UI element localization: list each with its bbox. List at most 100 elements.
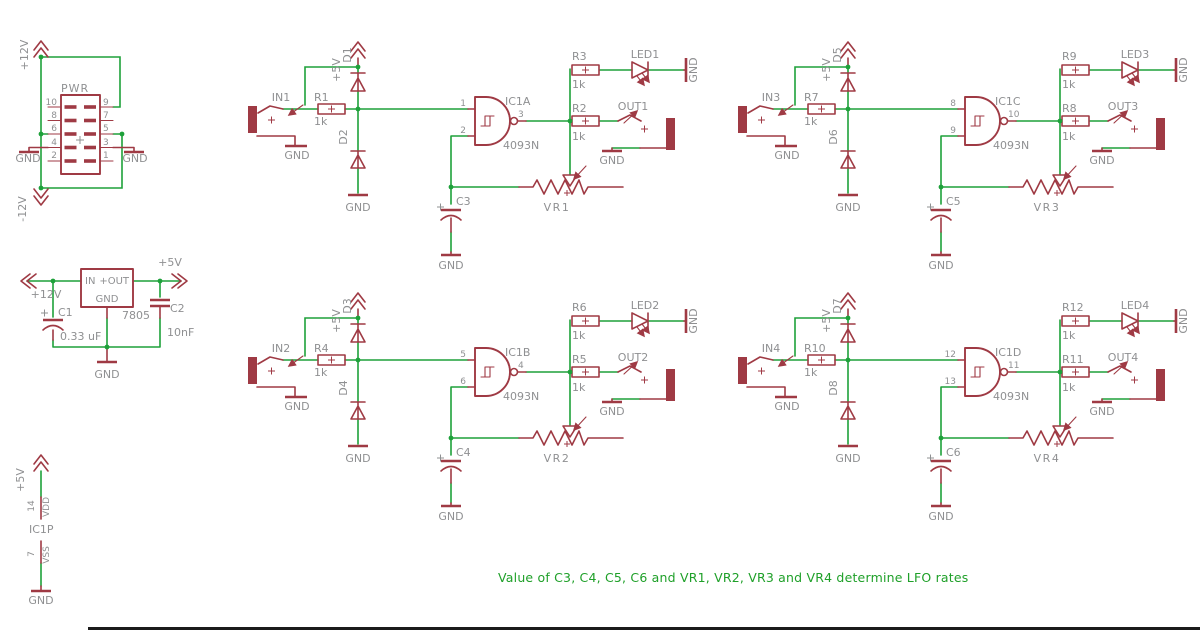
resistor-value: 1k <box>314 115 328 128</box>
n12v-label: -12V <box>16 196 29 222</box>
diode-up-label: D5 <box>831 47 844 62</box>
clamp-diode-up <box>840 72 856 92</box>
jack-sleeve <box>666 369 675 401</box>
resistor-value: 1k <box>1062 78 1076 91</box>
gate-pin-a: 1 <box>460 99 466 109</box>
led-gnd-label: GND <box>1177 308 1190 333</box>
schmitt-trigger-glyph <box>480 366 495 378</box>
c2-value: 10nF <box>167 326 194 339</box>
cap-name: C5 <box>946 195 961 208</box>
rail-5v-label: +5V <box>820 309 833 333</box>
input-jack-label: IN3 <box>762 91 780 104</box>
resistor-name: R8 <box>1062 102 1077 115</box>
pwr-gnd-right: GND <box>122 152 147 165</box>
diode-gnd-label: GND <box>835 452 860 465</box>
jack-sleeve <box>248 357 257 384</box>
reg-gnd-label: GND <box>94 368 119 381</box>
input-jack-label: IN1 <box>272 91 290 104</box>
led-resistor: R6 1k <box>571 301 600 342</box>
output-resistor: R11 1k <box>1061 353 1090 394</box>
resistor-value: 1k <box>1062 130 1076 143</box>
resistor-value: 1k <box>804 115 818 128</box>
pot-name: VR1 <box>544 201 571 214</box>
resistor-name: R10 <box>804 342 826 355</box>
gate-pin-a: 5 <box>460 350 466 360</box>
led-name: LED3 <box>1121 48 1150 61</box>
clamp-diode-down <box>840 150 856 169</box>
resistor-name: R2 <box>572 102 587 115</box>
potentiometer: VR4 <box>1008 416 1114 465</box>
output-resistor: R2 1k <box>571 102 600 143</box>
input-resistor: R1 1k <box>314 91 346 128</box>
inverter-bubble <box>999 367 1009 377</box>
schmitt-trigger-glyph <box>970 366 985 378</box>
led: LED2 <box>631 299 659 338</box>
nand-gate: 8 9 10 IC1C 4093N <box>950 95 1029 152</box>
icp-vss-pin: 7 <box>27 551 37 557</box>
gate-name: IC1C <box>995 95 1021 108</box>
c2-name: C2 <box>170 302 185 315</box>
resistor-value: 1k <box>572 130 586 143</box>
resistor-name: R12 <box>1062 301 1084 314</box>
gate-name: IC1A <box>505 95 531 108</box>
icp-gnd-label: GND <box>28 594 53 607</box>
input-jack-label: IN2 <box>272 342 290 355</box>
clamp-diode-up <box>350 72 366 92</box>
led-resistor: R3 1k <box>571 50 600 91</box>
diode-up-label: D7 <box>831 298 844 313</box>
gate-pin-a: 8 <box>950 99 956 109</box>
input-resistor: R7 1k <box>804 91 836 128</box>
diode-down-label: D8 <box>827 380 840 395</box>
resistor-name: R3 <box>572 50 587 63</box>
pwr-title: PWR <box>61 82 89 95</box>
note-text: Value of C3, C4, C5, C6 and VR1, VR2, VR… <box>498 570 968 585</box>
supply-arrow-in <box>20 273 37 289</box>
schmitt-trigger-glyph <box>480 115 495 127</box>
cap-gnd-label: GND <box>438 259 463 272</box>
nand-gate: 1 2 3 IC1A 4093N <box>460 95 539 152</box>
led-resistor: R12 1k <box>1061 301 1090 342</box>
led-gnd-label: GND <box>1177 57 1190 82</box>
capacitor-c2: C2 10nF <box>150 298 194 339</box>
output-jack: OUT2 GND <box>599 351 675 418</box>
jack-gnd-label: GND <box>1089 405 1114 418</box>
cap-gnd-label: GND <box>928 510 953 523</box>
potentiometer: VR3 <box>1008 165 1114 214</box>
potentiometer: VR2 <box>518 416 624 465</box>
jack-gnd-label: GND <box>1089 154 1114 167</box>
output-jack-label: OUT4 <box>1108 351 1138 364</box>
resistor-value: 1k <box>572 329 586 342</box>
jack-sleeve <box>738 357 747 384</box>
diode-up-label: D3 <box>341 298 354 313</box>
clamp-diode-down <box>350 401 366 420</box>
timing-capacitor: C5 GND <box>927 195 961 272</box>
resistor-name: R1 <box>314 91 329 104</box>
timing-capacitor: C6 GND <box>927 446 961 523</box>
gate-pin-b: 13 <box>945 377 956 387</box>
timing-capacitor: C3 GND <box>437 195 471 272</box>
jack-gnd-label: GND <box>599 154 624 167</box>
gate-part: 4093N <box>993 139 1029 152</box>
gate-part: 4093N <box>503 390 539 403</box>
gate-pin-a: 12 <box>945 350 956 360</box>
nand-gate: 5 6 4 IC1B 4093N <box>460 346 539 403</box>
input-jack: IN2 GND <box>248 342 310 413</box>
jack-sleeve <box>1156 118 1165 150</box>
reg-pin-out: +OUT <box>99 276 130 287</box>
resistor-value: 1k <box>1062 329 1076 342</box>
reg-part-label: 7805 <box>122 309 150 322</box>
voltage-regulator-7805: +12V +5V IN +OUT GND 7805 C1 0.33 uF C2 … <box>20 256 194 381</box>
svg-text:7: 7 <box>103 111 109 121</box>
output-resistor: R8 1k <box>1061 102 1090 143</box>
clamp-diode-down <box>350 150 366 169</box>
supply-arrow-out <box>171 273 188 289</box>
cap-name: C4 <box>456 446 471 459</box>
input-jack: IN4 GND <box>738 342 800 413</box>
svg-text:6: 6 <box>51 124 57 134</box>
svg-text:10: 10 <box>46 98 58 108</box>
svg-text:2: 2 <box>51 151 57 161</box>
input-resistor: R10 1k <box>804 342 836 379</box>
inverter-bubble <box>509 367 519 377</box>
